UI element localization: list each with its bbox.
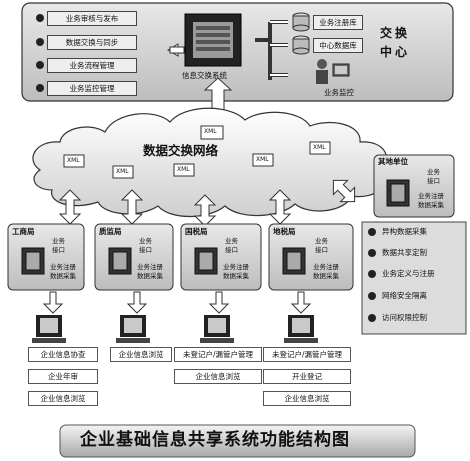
computer-icons: [32, 315, 318, 343]
network-label: 数据交换网络: [143, 143, 219, 158]
xml-tag: XML: [116, 168, 129, 175]
local-collect-1: 业务注册: [418, 192, 444, 200]
bureau-collect: 业务注册: [50, 263, 76, 271]
legend-panel: [361, 221, 467, 335]
bureau-collect: 业务注册: [137, 263, 163, 271]
footer-title: 企业基础信息共享系统功能结构图: [80, 430, 350, 450]
bureau-interface: 业务: [52, 237, 65, 245]
xml-tag: XML: [256, 156, 269, 163]
function-button-flow[interactable]: 业务流程管理: [47, 58, 137, 73]
bureau-interface: 接口: [52, 246, 65, 254]
legend-lamps: [368, 228, 376, 322]
xml-tag: XML: [204, 128, 217, 135]
arrows-network-bureaus: [58, 179, 356, 227]
legend-item: 异构数据采集: [382, 227, 427, 236]
function-button-sync[interactable]: 数据交换与同步: [47, 35, 137, 50]
bureau-interface: 业务: [225, 237, 238, 245]
output-gongshang-0: 企业信息协查: [28, 347, 98, 362]
xml-tag: XML: [313, 144, 326, 151]
bureau-name-dishui: 地税局: [273, 227, 296, 236]
central-db-label: 中心数据库: [313, 38, 363, 53]
exchange-system-label: 信息交换系统: [182, 71, 227, 80]
legend-item: 数据共享定制: [382, 248, 427, 257]
arrows-down: [42, 291, 312, 314]
legend-item: 访问权限控制: [382, 313, 427, 322]
xml-tag: XML: [177, 166, 190, 173]
bureau-interface: 接口: [225, 246, 238, 254]
legend-item: 业务定义与注册: [382, 269, 435, 278]
output-gongshang-2: 企业信息浏览: [28, 391, 98, 406]
output-guoshui-0: 未登记户/漏管户管理: [174, 347, 262, 362]
local-collect-2: 数据采集: [418, 201, 444, 209]
bureau-collect: 数据采集: [137, 272, 163, 280]
function-button-monitor[interactable]: 业务监控管理: [47, 81, 137, 96]
registry-label: 业务注册库: [313, 15, 363, 30]
bureau-interface: 接口: [139, 246, 152, 254]
bureau-interface: 业务: [139, 237, 152, 245]
output-dishui-1: 开业登记: [263, 369, 351, 384]
bureau-name-gongshang: 工商局: [12, 227, 35, 236]
legend-item: 网络安全隔离: [382, 291, 427, 300]
bureau-collect: 业务注册: [313, 263, 339, 271]
bureau-server-icons: [21, 179, 410, 275]
xml-tag: XML: [67, 157, 80, 164]
operator-monitor-icon: [316, 59, 350, 84]
local-interface-1: 业务: [427, 168, 440, 176]
center-title-2: 换: [395, 26, 408, 40]
bureau-collect: 数据采集: [223, 272, 249, 280]
bureau-collect: 数据采集: [50, 272, 76, 280]
bureau-name-guoshui: 国税局: [185, 227, 208, 236]
exchange-server-icon: [184, 13, 242, 67]
output-dishui-0: 未登记户/漏管户管理: [263, 347, 351, 362]
center-title-4: 心: [395, 45, 408, 59]
output-dishui-2: 企业信息浏览: [263, 391, 351, 406]
output-gongshang-1: 企业年审: [28, 369, 98, 384]
bureau-name-zhijian: 质监局: [99, 227, 122, 236]
xml-envelope-icons: [63, 125, 331, 179]
bureau-collect: 数据采集: [313, 272, 339, 280]
center-title-3: 中: [380, 45, 393, 59]
output-zhijian-0: 企业信息浏览: [110, 347, 172, 362]
bureau-interface: 业务: [315, 237, 328, 245]
function-button-review[interactable]: 业务审核与发布: [47, 11, 137, 26]
monitor-label: 业务监控: [324, 88, 354, 97]
local-unit-name: 其地单位: [378, 157, 408, 166]
bureau-interface: 接口: [315, 246, 328, 254]
center-title-1: 交: [380, 26, 393, 40]
local-interface-2: 接口: [427, 177, 440, 185]
database-icon: [292, 12, 310, 55]
bureau-collect: 业务注册: [223, 263, 249, 271]
footer-banner: [59, 424, 416, 458]
output-guoshui-1: 企业信息浏览: [174, 369, 262, 384]
